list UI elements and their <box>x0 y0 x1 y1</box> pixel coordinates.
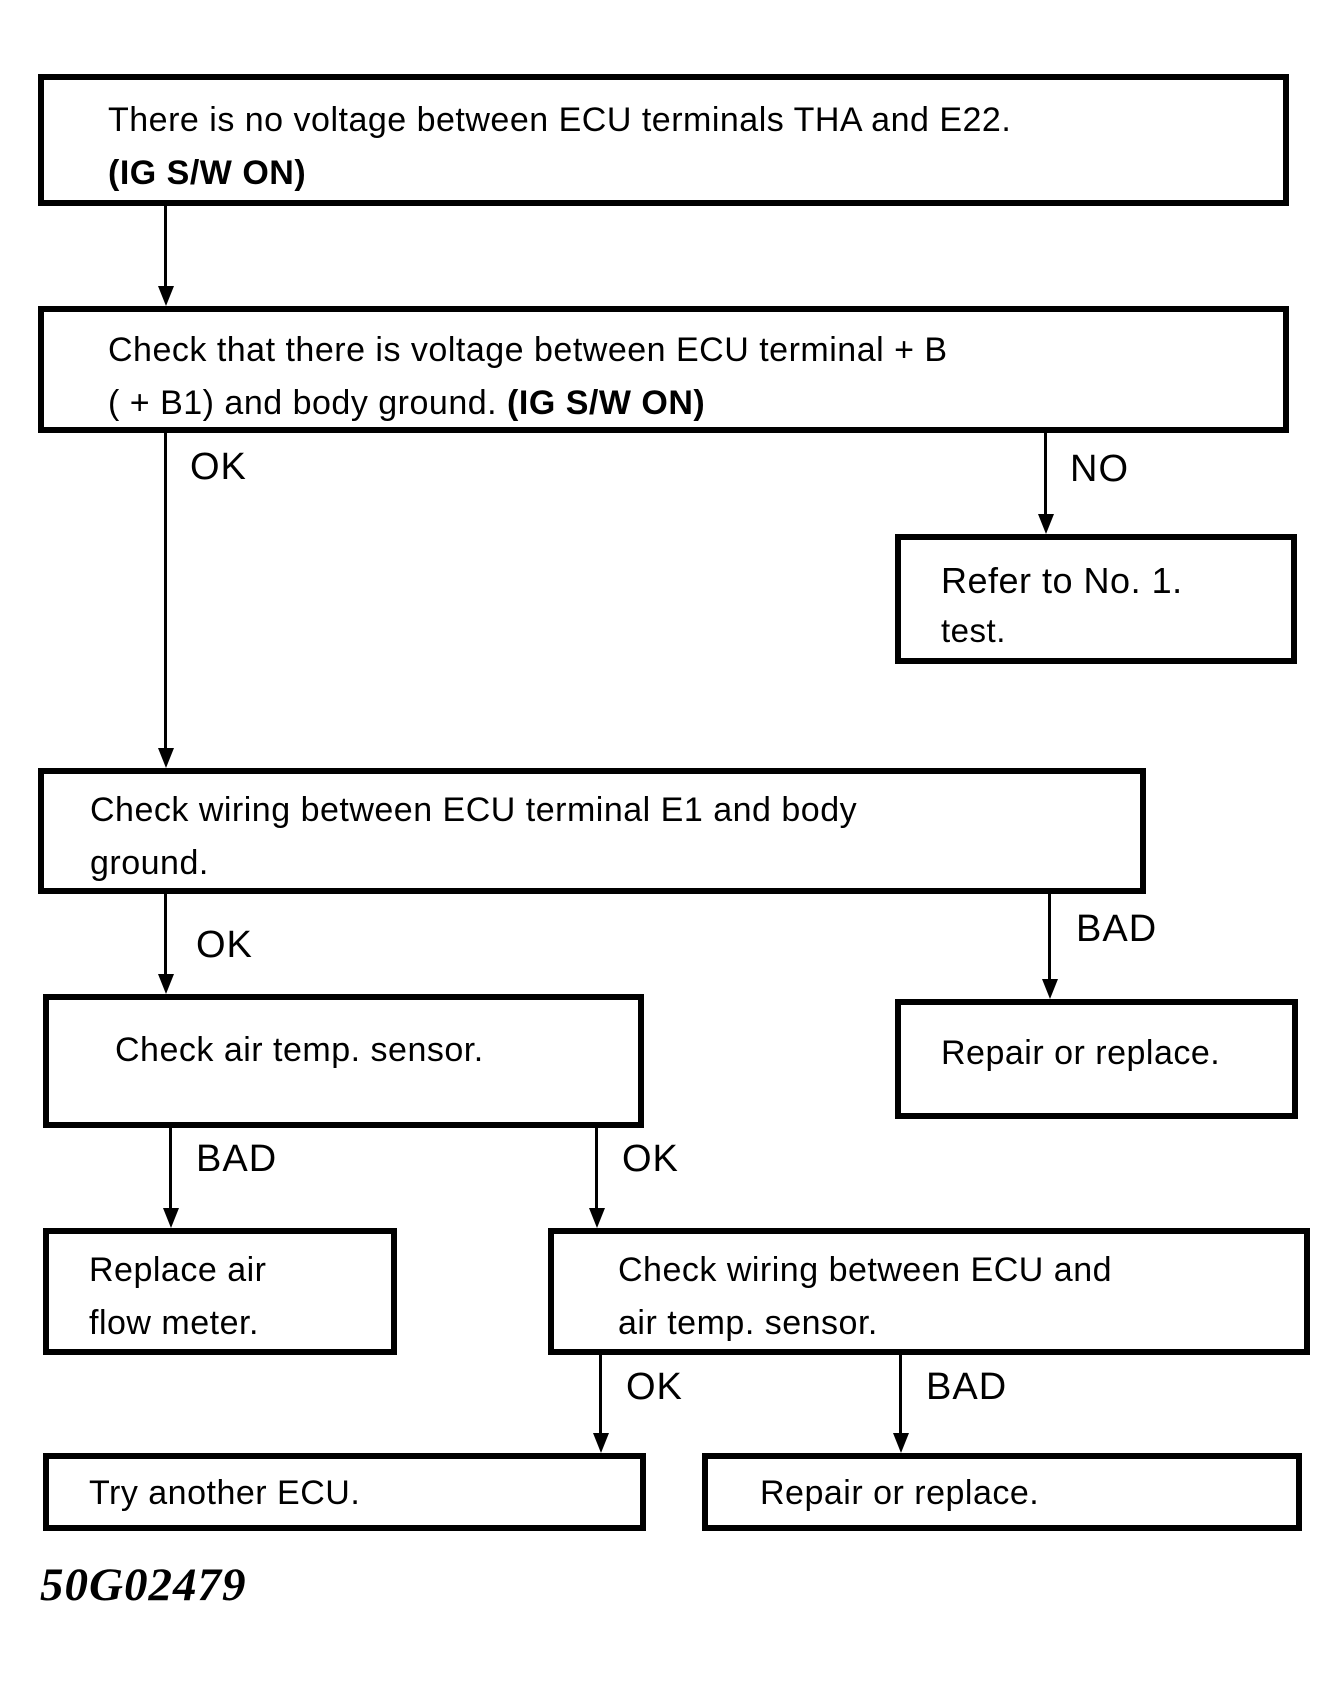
edge-label-bad-1: BAD <box>1076 908 1158 950</box>
edge-label-ok-2: OK <box>196 924 253 966</box>
arrow-no-voltage-to-check-voltage-head <box>158 286 174 306</box>
arrow-check-air-temp-to-check-wiring-line <box>595 1128 598 1208</box>
node-try-ecu-line1: Try another ECU. <box>89 1474 361 1512</box>
arrow-check-voltage-to-check-wiring-e1-line <box>164 433 167 748</box>
node-repair-1-line1: Repair or replace. <box>941 1034 1221 1072</box>
edge-label-ok-1: OK <box>190 446 247 488</box>
figure-code: 50G02479 <box>40 1559 247 1611</box>
arrow-check-air-temp-to-check-wiring-head <box>589 1208 605 1228</box>
node-check-voltage-line2-bold: (IG S/W ON) <box>507 384 706 422</box>
arrow-check-wiring-to-try-ecu-head <box>593 1433 609 1453</box>
node-check-wiring-e1: Check wiring between ECU terminal E1 and… <box>38 768 1146 894</box>
arrow-check-wiring-e1-to-repair-1-head <box>1042 979 1058 999</box>
node-check-wiring-e1-line2: ground. <box>90 844 209 882</box>
node-check-wiring-air-temp-line2: air temp. sensor. <box>618 1304 878 1342</box>
arrow-check-voltage-to-check-wiring-e1-head <box>158 748 174 768</box>
node-refer-line2: test. <box>941 612 1006 649</box>
node-check-wiring-e1-line1: Check wiring between ECU terminal E1 and… <box>90 791 858 829</box>
arrow-check-wiring-e1-to-repair-1-line <box>1048 894 1051 979</box>
arrow-check-air-temp-to-replace-meter-head <box>163 1208 179 1228</box>
node-no-voltage: There is no voltage between ECU terminal… <box>38 74 1289 206</box>
node-try-another-ecu: Try another ECU. <box>43 1453 646 1531</box>
node-check-air-temp-sensor: Check air temp. sensor. <box>43 994 644 1128</box>
edge-label-no-1: NO <box>1070 448 1129 490</box>
edge-label-bad-3: BAD <box>926 1366 1008 1408</box>
node-repair-or-replace-2: Repair or replace. <box>702 1453 1302 1531</box>
arrow-check-voltage-to-refer-no1-head <box>1038 514 1054 534</box>
arrow-check-wiring-e1-to-check-air-temp-head <box>158 974 174 994</box>
edge-label-ok-4: OK <box>626 1366 683 1408</box>
node-check-voltage-line2: ( + B1) and body ground. (IG S/W ON) <box>108 377 1263 430</box>
arrow-check-wiring-to-repair-2-line <box>899 1355 902 1433</box>
edge-label-ok-3: OK <box>622 1138 679 1180</box>
node-replace-air-flow-meter: Replace air flow meter. <box>43 1228 397 1355</box>
node-check-wiring-air-temp: Check wiring between ECU and air temp. s… <box>548 1228 1310 1355</box>
node-repair-or-replace-1: Repair or replace. <box>895 999 1298 1119</box>
node-no-voltage-line2: (IG S/W ON) <box>108 154 307 192</box>
node-replace-meter-line2: flow meter. <box>89 1304 259 1342</box>
arrow-check-wiring-to-repair-2-head <box>893 1433 909 1453</box>
node-check-voltage-line2-normal: ( + B1) and body ground. <box>108 384 508 422</box>
arrow-check-wiring-e1-to-check-air-temp-line <box>164 894 167 974</box>
node-check-air-temp-line1: Check air temp. sensor. <box>115 1031 484 1069</box>
arrow-check-voltage-to-refer-no1-line <box>1044 433 1047 514</box>
node-check-voltage-plus-b: Check that there is voltage between ECU … <box>38 306 1289 433</box>
node-check-voltage-line1: Check that there is voltage between ECU … <box>108 331 948 369</box>
node-no-voltage-line1: There is no voltage between ECU terminal… <box>108 101 1012 139</box>
arrow-no-voltage-to-check-voltage-line <box>164 206 167 286</box>
node-check-wiring-air-temp-line1: Check wiring between ECU and <box>618 1251 1113 1289</box>
edge-label-bad-2: BAD <box>196 1138 278 1180</box>
node-refer-no-1-test: Refer to No. 1. test. <box>895 534 1297 664</box>
node-refer-line1: Refer to No. 1. <box>941 560 1183 601</box>
node-repair-2-line1: Repair or replace. <box>760 1474 1040 1512</box>
node-replace-meter-line1: Replace air <box>89 1251 267 1289</box>
arrow-check-wiring-to-try-ecu-line <box>599 1355 602 1433</box>
arrow-check-air-temp-to-replace-meter-line <box>169 1128 172 1208</box>
